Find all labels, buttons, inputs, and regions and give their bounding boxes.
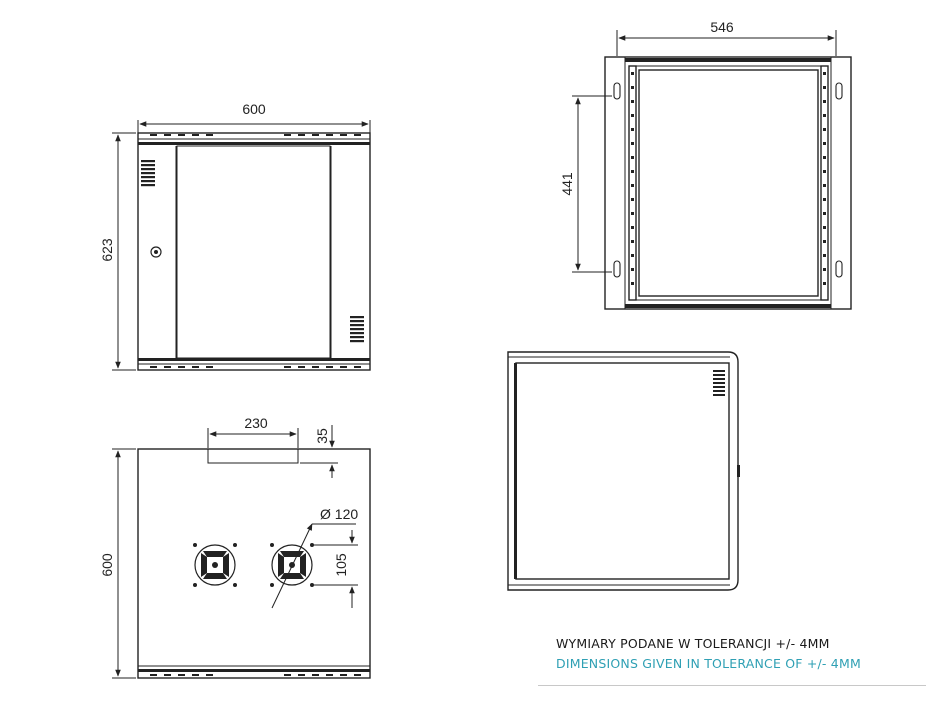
side-latch (737, 465, 740, 477)
fan-grille-left-icon (193, 543, 237, 587)
side-panel (515, 362, 730, 580)
rear-height-dimension: 441 (559, 95, 612, 273)
rail-holes-right (823, 72, 826, 285)
top-vent-slots (150, 134, 361, 136)
top-view: 230 35 600 (99, 415, 371, 679)
right-mounting-rail (820, 65, 829, 301)
top-opening-offset-dimension: 35 (300, 425, 338, 478)
side-panel-vent (713, 370, 725, 396)
top-view-bottom-slots (150, 674, 361, 676)
fan-diameter-dimension: Ø 120 (271, 506, 358, 609)
tolerance-note-english: DIMENSIONS GIVEN IN TOLERANCE OF +/- 4MM (556, 656, 861, 671)
front-cabinet-outline (137, 132, 371, 371)
cable-entry-cutout (207, 449, 299, 464)
bottom-vent-slots (150, 366, 361, 368)
left-mounting-rail (628, 65, 637, 301)
side-cabinet-outline (507, 351, 739, 591)
top-opening-width-dimension: 230 (207, 415, 299, 448)
door-lock-icon (150, 246, 162, 258)
rear-width-label: 546 (710, 19, 734, 35)
front-height-dimension: 623 (99, 132, 136, 371)
left-side-vent (141, 160, 155, 187)
top-depth-dimension: 600 (99, 448, 136, 679)
rear-opening (638, 69, 819, 297)
front-width-label: 600 (242, 101, 266, 117)
rear-width-dimension: 546 (616, 19, 837, 56)
front-view: 600 623 (99, 101, 371, 371)
rear-height-label: 441 (559, 172, 575, 196)
top-depth-label: 600 (99, 553, 115, 577)
divider-line (538, 685, 926, 686)
front-width-dimension: 600 (137, 101, 371, 133)
fan-spacing-dimension: 105 (312, 530, 358, 608)
rear-cabinet-outline (604, 56, 852, 310)
right-side-vent (350, 316, 364, 343)
side-view (507, 351, 740, 591)
tolerance-note-polish: WYMIARY PODANE W TOLERANCJI +/- 4MM (556, 636, 830, 651)
top-cabinet-outline (137, 448, 371, 679)
fan-diameter-label: Ø 120 (320, 506, 358, 522)
fan-spacing-label: 105 (333, 553, 349, 577)
top-opening-offset-label: 35 (314, 428, 330, 444)
front-height-label: 623 (99, 238, 115, 262)
top-opening-width-label: 230 (244, 415, 268, 431)
glass-door-panel (176, 145, 331, 359)
rail-holes-left (631, 72, 634, 285)
wall-mount-keyholes (613, 82, 843, 278)
rear-view: 546 441 (559, 19, 852, 310)
